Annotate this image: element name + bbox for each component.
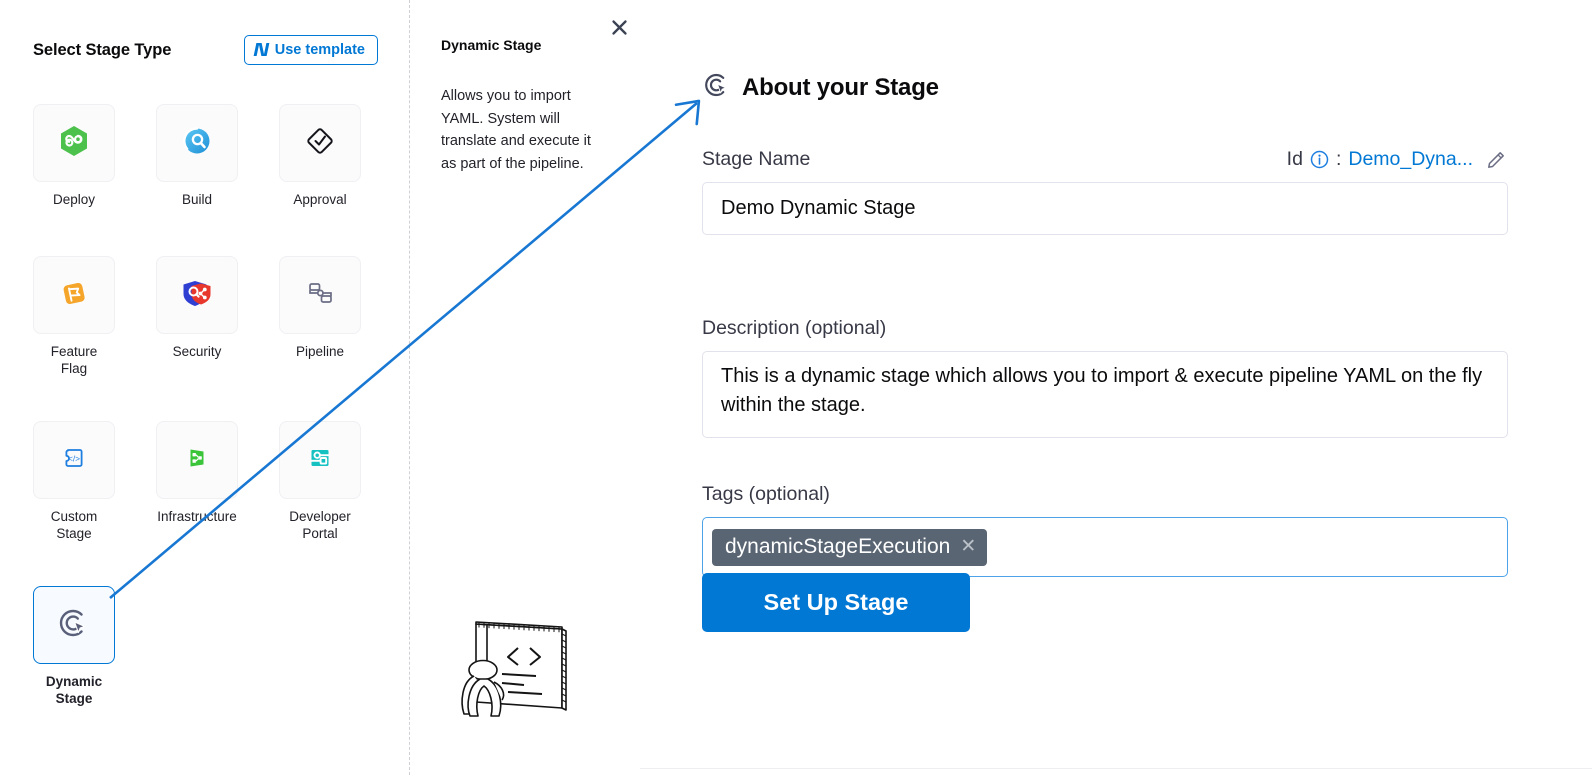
stage-type-pipeline[interactable]: Pipeline xyxy=(279,256,361,377)
stage-label-infrastructure: Infrastructure xyxy=(157,509,237,524)
feature-flag-icon xyxy=(57,276,91,315)
deploy-hexagon-infinity-icon xyxy=(56,123,92,164)
tags-input[interactable]: dynamicStageExecution ✕ xyxy=(702,517,1508,577)
stage-card-custom-stage[interactable]: </> xyxy=(33,421,115,499)
stage-card-pipeline[interactable] xyxy=(279,256,361,334)
stage-type-deploy[interactable]: Deploy xyxy=(33,104,115,208)
stage-type-approval[interactable]: Approval xyxy=(279,104,361,208)
pipeline-nodes-icon xyxy=(303,276,337,315)
stage-label-developer-portal: Developer Portal xyxy=(289,509,351,541)
grid-row-spacer xyxy=(33,377,361,421)
stage-info-panel: Dynamic Stage Allows you to import YAML.… xyxy=(410,0,640,775)
description-field-group: Description (optional) This is a dynamic… xyxy=(702,313,1508,443)
stage-info-title: Dynamic Stage xyxy=(441,37,542,53)
about-your-stage-form: About your Stage Stage Name Id : Demo xyxy=(640,0,1592,775)
stage-id-value[interactable]: Demo_Dyna... xyxy=(1348,147,1473,170)
stage-card-approval[interactable] xyxy=(279,104,361,182)
infrastructure-icon xyxy=(180,441,214,480)
page-title: Select Stage Type xyxy=(33,40,172,59)
stage-card-infrastructure[interactable] xyxy=(156,421,238,499)
left-panel-header: Select Stage Type Use template xyxy=(33,33,378,67)
tags-field-group: Tags (optional) dynamicStageExecution ✕ xyxy=(702,479,1508,577)
set-up-stage-button[interactable]: Set Up Stage xyxy=(702,573,970,632)
svg-text:</>: </> xyxy=(68,453,80,463)
stage-label-security: Security xyxy=(172,344,222,359)
close-icon xyxy=(611,19,628,36)
stage-type-infrastructure[interactable]: Infrastructure xyxy=(156,421,238,542)
stage-type-developer-portal[interactable]: Developer Portal xyxy=(279,421,361,542)
stage-label-custom-stage: Custom Stage xyxy=(50,509,98,541)
stage-label-pipeline: Pipeline xyxy=(295,344,345,359)
custom-stage-code-icon: </> xyxy=(57,441,91,480)
stage-label-feature-flag: Feature Flag xyxy=(50,344,98,376)
stage-card-dynamic-stage[interactable] xyxy=(33,586,115,664)
approval-diamond-check-icon xyxy=(303,124,337,163)
grid-row-spacer xyxy=(33,542,361,586)
pencil-edit-icon[interactable] xyxy=(1486,148,1508,170)
stage-type-custom-stage[interactable]: </> Custom Stage xyxy=(33,421,115,542)
tag-chip[interactable]: dynamicStageExecution ✕ xyxy=(712,528,988,566)
stage-id-separator: : xyxy=(1335,147,1342,170)
stage-type-feature-flag[interactable]: Feature Flag xyxy=(33,256,115,377)
use-template-label: Use template xyxy=(274,41,365,58)
tags-label: Tags (optional) xyxy=(702,482,830,505)
stage-id-label: Id xyxy=(1286,147,1303,170)
stage-card-developer-portal[interactable] xyxy=(279,421,361,499)
person-presenting-code-board-illustration xyxy=(450,610,600,720)
developer-portal-icon xyxy=(303,441,337,480)
stage-type-security[interactable]: Security xyxy=(156,256,238,377)
template-bars-icon xyxy=(253,43,270,56)
description-label: Description (optional) xyxy=(702,316,887,339)
stage-label-deploy: Deploy xyxy=(52,192,96,207)
stage-card-deploy[interactable] xyxy=(33,104,115,182)
tag-chip-label: dynamicStageExecution xyxy=(725,534,951,558)
close-button[interactable] xyxy=(606,14,632,40)
stage-card-feature-flag[interactable] xyxy=(33,256,115,334)
stage-type-build[interactable]: Build xyxy=(156,104,238,208)
about-header: About your Stage xyxy=(702,70,939,105)
security-shields-icon xyxy=(179,276,215,315)
stage-card-build[interactable] xyxy=(156,104,238,182)
about-title: About your Stage xyxy=(742,73,939,101)
stage-name-input[interactable] xyxy=(702,182,1508,235)
stage-label-build: Build xyxy=(181,192,213,207)
stage-info-description: Allows you to import YAML. System will t… xyxy=(441,88,591,172)
info-circle-icon[interactable] xyxy=(1310,150,1329,169)
grid-row-spacer xyxy=(33,208,361,256)
description-label-line: Description (optional) xyxy=(702,313,1508,343)
chip-remove-icon[interactable]: ✕ xyxy=(960,536,977,557)
select-stage-type-panel: Select Stage Type Use template xyxy=(0,0,410,775)
stage-label-approval: Approval xyxy=(293,192,347,207)
dynamic-stage-target-cursor-icon xyxy=(702,70,732,105)
dynamic-stage-target-cursor-icon xyxy=(56,605,92,646)
stage-type-grid: Deploy xyxy=(33,104,378,707)
tags-label-line: Tags (optional) xyxy=(702,479,1508,509)
stage-id-block: Id : Demo_Dyna... xyxy=(1287,148,1508,171)
stage-name-field-group: Stage Name Id : Demo_Dyna... xyxy=(702,144,1508,235)
stage-card-security[interactable] xyxy=(156,256,238,334)
bottom-divider xyxy=(640,768,1592,769)
build-magnifier-circle-icon xyxy=(180,124,214,163)
description-textarea[interactable]: This is a dynamic stage which allows you… xyxy=(702,351,1508,438)
stage-label-dynamic-stage: Dynamic Stage xyxy=(45,674,103,706)
stage-type-dynamic-stage[interactable]: Dynamic Stage xyxy=(33,586,115,707)
stage-name-label: Stage Name xyxy=(702,147,811,170)
use-template-button[interactable]: Use template xyxy=(243,35,378,65)
stage-name-label-line: Stage Name Id : Demo_Dyna... xyxy=(702,144,1508,174)
